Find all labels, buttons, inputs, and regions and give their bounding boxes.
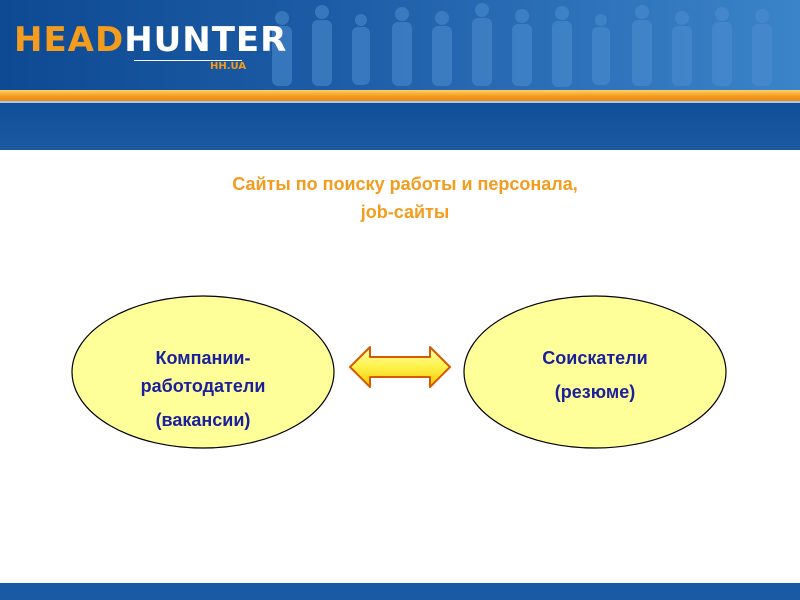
logo-hunter-text: HUNTER [124, 20, 288, 60]
logo-head-text: HEAD [14, 20, 125, 60]
employers-label-line-3: (вакансии) [156, 410, 251, 430]
employers-label-line-1: Компании- [156, 348, 251, 368]
footer-bar [0, 583, 800, 600]
slide-title: Сайты по поиску работы и персонала, job-… [0, 170, 800, 226]
employers-label-line-2: работодатели [141, 376, 266, 396]
jobseekers-node [463, 295, 727, 449]
header-divider [0, 101, 800, 103]
double-arrow-icon [349, 346, 451, 388]
jobseekers-label-line-2: (резюме) [555, 382, 635, 402]
jobseekers-label-line-1: Соискатели [542, 348, 647, 368]
slide-title-line-1: Сайты по поиску работы и персонала, [232, 174, 578, 194]
header-blue-band [0, 103, 800, 150]
logo-underline [134, 60, 242, 61]
people-silhouettes-icon [272, 3, 772, 87]
logo-domain-text: HH.UA [210, 61, 247, 72]
header-orange-stripe [0, 90, 800, 101]
logo-wordmark: HEADHUNTER [14, 20, 287, 60]
employers-node [71, 295, 335, 449]
header-banner: HEADHUNTER HH.UA [0, 0, 800, 150]
headhunter-logo: HEADHUNTER HH.UA [14, 20, 286, 74]
slide-title-line-2: job-сайты [360, 202, 450, 222]
